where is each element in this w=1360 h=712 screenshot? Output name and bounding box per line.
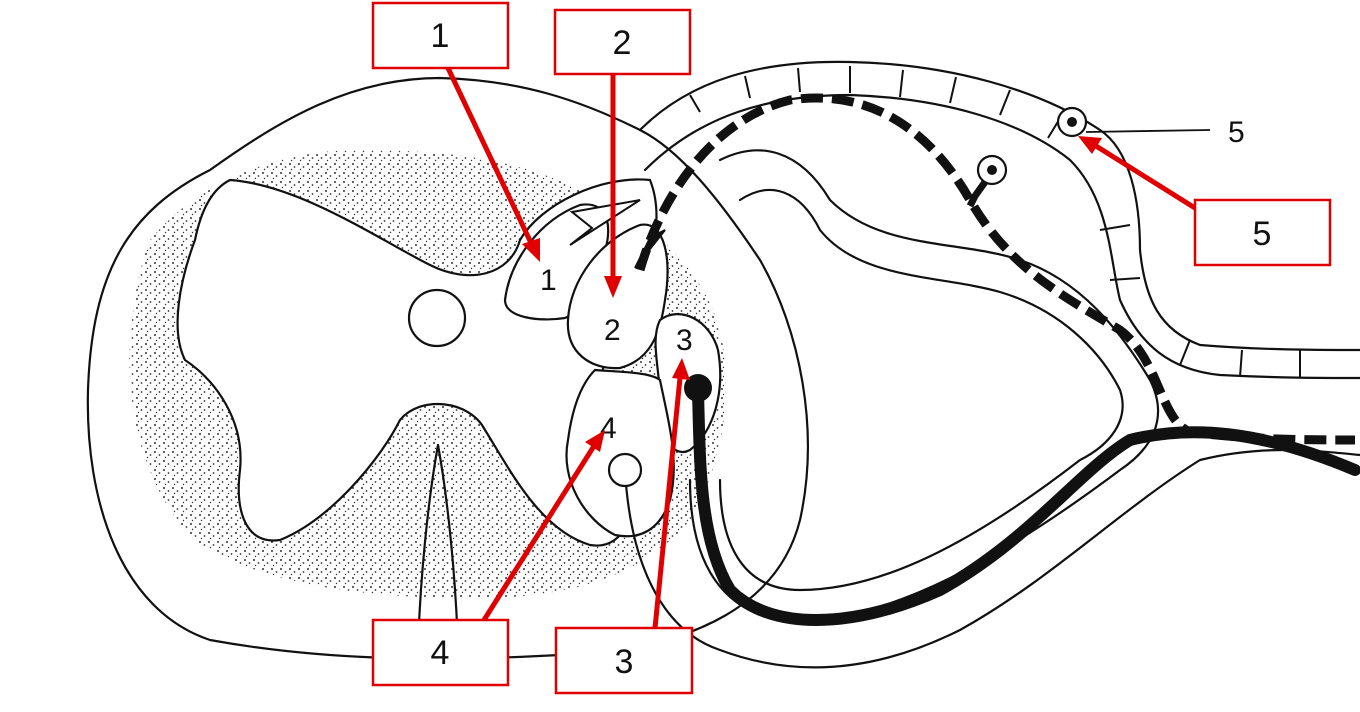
zone-label-5: 5 [1228,116,1245,149]
callout-text-2: 2 [613,24,632,62]
ventral-loop-inner [720,190,1123,590]
zone-label-2: 2 [604,314,621,347]
callout-text-3: 3 [615,643,634,681]
callout-text-5: 5 [1253,215,1272,253]
ganglion-cell-1-nucleus [987,165,997,175]
ganglion-cell-5-nucleus [1067,117,1077,127]
zone-label-3: 3 [676,324,693,357]
dashed-afferent-fiber [640,98,1355,440]
callout-text-1: 1 [431,17,450,55]
small-neuron-body [609,454,641,486]
ganglion-cell-1-stalk [970,182,985,206]
label-5-leader [1086,130,1210,132]
callout-text-4: 4 [431,634,450,672]
central-canal [409,290,465,346]
ventral-loop-outer [690,150,1158,620]
zone-label-1: 1 [540,264,557,297]
thick-motor-axon [698,390,1355,620]
